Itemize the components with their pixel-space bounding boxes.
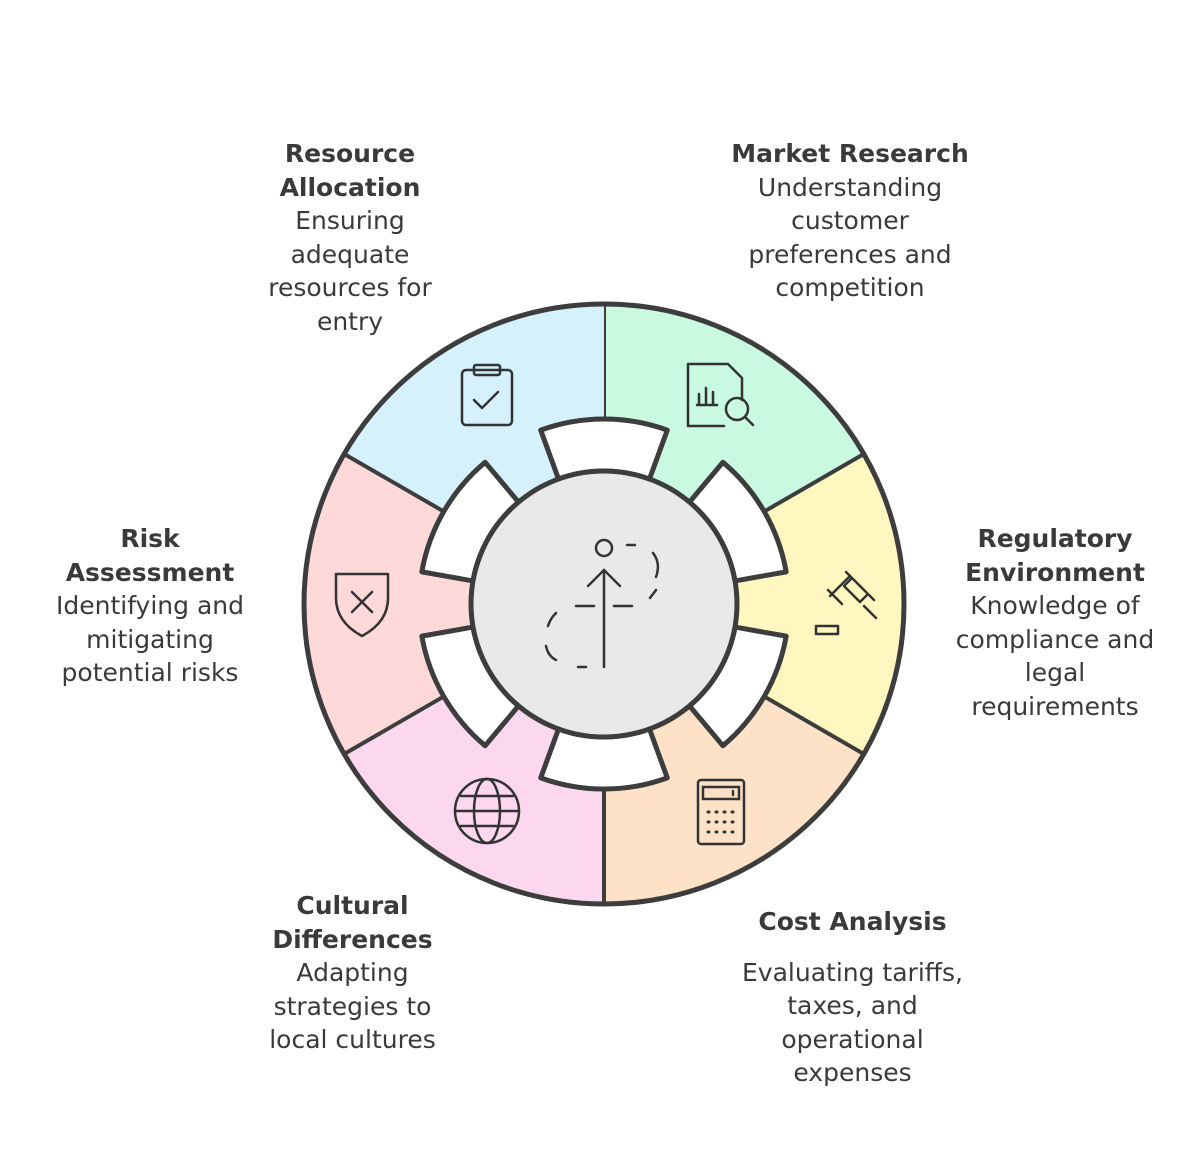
segment-title: Resource Allocation <box>279 139 421 202</box>
sector-risk-assessment <box>304 454 604 754</box>
segment-title: Cultural Differences <box>272 891 433 954</box>
globe-icon <box>453 777 521 845</box>
segment-description: Adapting strategies to local cultures <box>269 958 436 1054</box>
sector-regulatory-environment <box>604 454 904 754</box>
person-growth-arrow-icon <box>544 538 660 669</box>
label-risk-assessment: Risk Assessment Identifying and mitigati… <box>35 522 265 690</box>
clipboard-check-icon <box>460 363 514 427</box>
label-cost-analysis: Cost Analysis Evaluating tariffs, taxes,… <box>735 905 970 1090</box>
gavel-icon <box>814 570 878 636</box>
segment-description: Ensuring adequate resources for entry <box>268 206 432 336</box>
segment-description: Understanding customer preferences and c… <box>748 172 952 303</box>
segment-title: Cost Analysis <box>758 907 947 936</box>
calculator-icon <box>696 778 746 846</box>
outer-ring <box>301 301 907 907</box>
segment-title: Market Research <box>731 139 969 168</box>
segment-title: Regulatory Environment <box>965 524 1145 587</box>
label-regulatory-environment: Regulatory Environment Knowledge of comp… <box>940 522 1170 723</box>
label-cultural-differences: Cultural Differences Adapting strategies… <box>250 889 455 1057</box>
label-resource-allocation: Resource Allocation Ensuring adequate re… <box>245 137 455 338</box>
segment-description: Identifying and mitigating potential ris… <box>55 591 244 687</box>
label-market-research: Market Research Understanding customer p… <box>730 137 970 305</box>
report-search-icon <box>686 362 755 428</box>
segment-description: Knowledge of compliance and legal requir… <box>955 591 1155 721</box>
segment-description: Evaluating tariffs, taxes, and operation… <box>742 957 963 1088</box>
shield-x-icon <box>334 572 390 638</box>
segment-title: Risk Assessment <box>65 524 235 587</box>
